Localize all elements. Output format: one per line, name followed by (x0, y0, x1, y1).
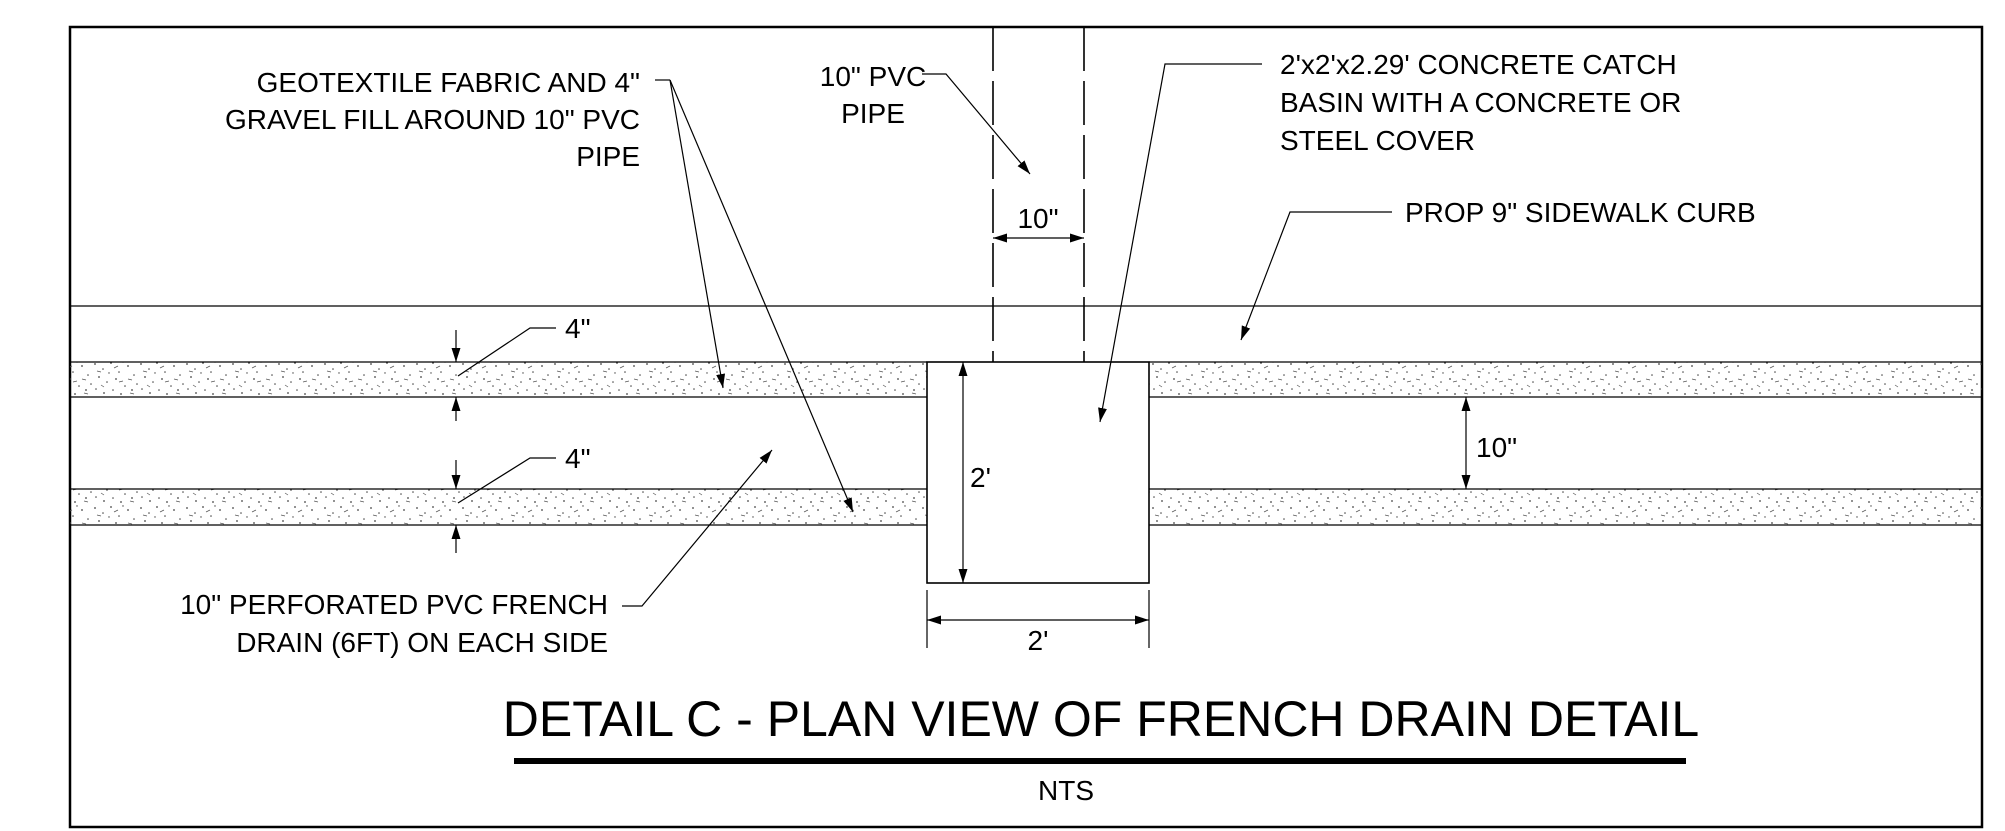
scale-note: NTS (1038, 775, 1094, 806)
label-perforated-drain-line1: 10" PERFORATED PVC FRENCH (180, 589, 608, 620)
dim-gravel-lower-text: 4" (565, 443, 591, 474)
label-perforated-drain-line2: DRAIN (6FT) ON EACH SIDE (236, 627, 608, 658)
leader-catch-basin: 2'x2'x2.29' CONCRETE CATCH BASIN WITH A … (1098, 49, 1681, 423)
label-pvc-pipe-line2: PIPE (841, 98, 905, 129)
label-catch-basin-line2: BASIN WITH A CONCRETE OR (1280, 87, 1681, 118)
dimension-drain-width: 10" (1461, 397, 1517, 489)
leader-perforated-drain: 10" PERFORATED PVC FRENCH DRAIN (6FT) ON… (180, 449, 773, 658)
detail-title: DETAIL C - PLAN VIEW OF FRENCH DRAIN DET… (503, 691, 1699, 747)
upper-gravel-strip (70, 362, 1982, 397)
dim-basin-height-text: 2' (970, 462, 991, 493)
drawing-border (68, 25, 1984, 829)
dimension-pipe-width: 10" (993, 203, 1084, 243)
leader-sidewalk-curb: PROP 9" SIDEWALK CURB (1240, 197, 1756, 341)
label-sidewalk-curb: PROP 9" SIDEWALK CURB (1405, 197, 1756, 228)
dim-gravel-upper-text: 4" (565, 313, 591, 344)
dimension-gravel-lower: 4" (451, 443, 591, 553)
lower-gravel-strip (70, 489, 1982, 525)
leader-geotextile: GEOTEXTILE FABRIC AND 4" GRAVEL FILL ARO… (225, 67, 854, 513)
gravel-strip-edges (70, 361, 1982, 526)
label-geotextile-line3: PIPE (576, 141, 640, 172)
label-catch-basin-line3: STEEL COVER (1280, 125, 1475, 156)
dimension-basin-width: 2' (926, 590, 1150, 656)
vertical-pvc-pipe (992, 27, 1085, 362)
catch-basin (926, 361, 1150, 584)
label-pvc-pipe-line1: 10" PVC (820, 61, 926, 92)
label-geotextile-line1: GEOTEXTILE FABRIC AND 4" (257, 67, 640, 98)
leader-pvc-pipe: 10" PVC PIPE (820, 61, 1031, 175)
dim-drain-width-text: 10" (1476, 432, 1517, 463)
dimension-gravel-upper: 4" (451, 313, 591, 421)
label-geotextile-line2: GRAVEL FILL AROUND 10" PVC (225, 104, 640, 135)
dim-pipe-width-text: 10" (1017, 203, 1058, 234)
label-catch-basin-line1: 2'x2'x2.29' CONCRETE CATCH (1280, 49, 1677, 80)
dimension-basin-height: 2' (958, 362, 991, 583)
dim-basin-width-text: 2' (1028, 625, 1049, 656)
